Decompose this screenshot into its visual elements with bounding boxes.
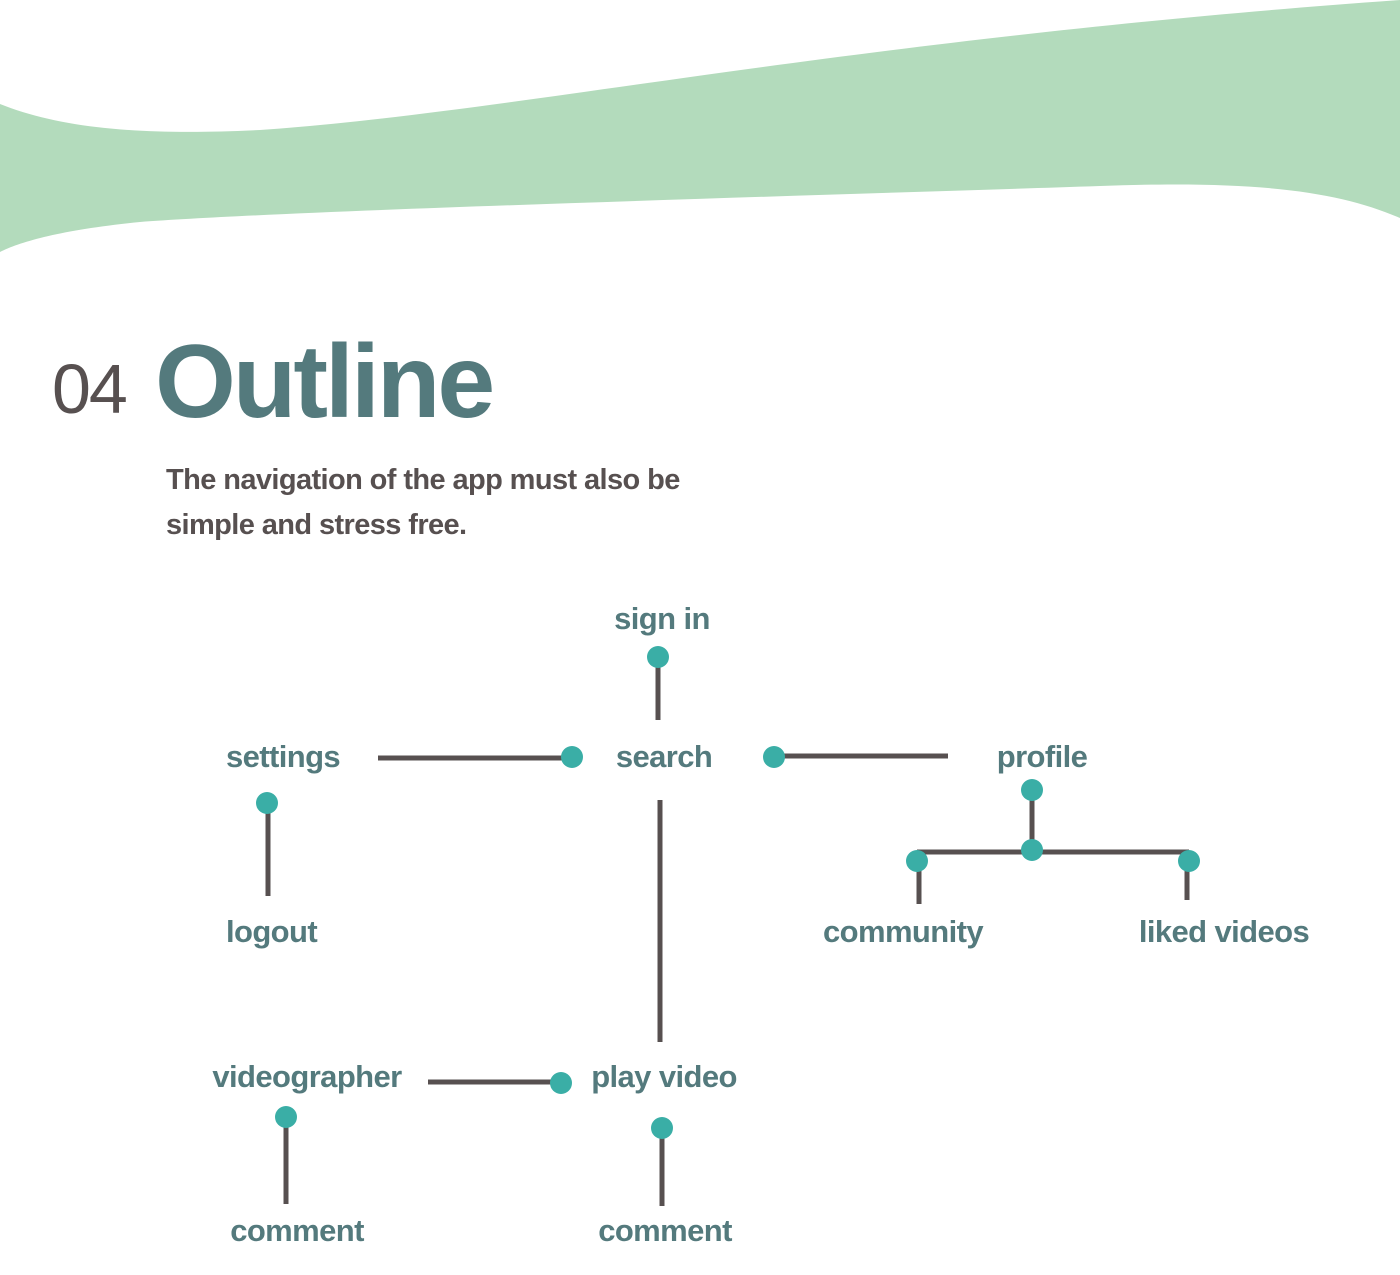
dot-liked-videos bbox=[1178, 850, 1200, 872]
dot-videographer bbox=[275, 1106, 297, 1128]
diagram-nodes: sign in search settings profile logout c… bbox=[212, 601, 1309, 1248]
dot-sign-in bbox=[647, 646, 669, 668]
diagram-edges bbox=[265, 660, 1190, 1206]
section-number: 04 bbox=[52, 350, 128, 428]
node-videographer[interactable]: videographer bbox=[212, 1059, 402, 1094]
dot-settings bbox=[256, 792, 278, 814]
node-settings[interactable]: settings bbox=[226, 739, 341, 774]
dot-profile-branch bbox=[1021, 839, 1043, 861]
node-comment-videographer[interactable]: comment bbox=[230, 1213, 364, 1248]
node-search[interactable]: search bbox=[616, 739, 713, 774]
dot-play-video-left bbox=[550, 1072, 572, 1094]
dot-profile bbox=[1021, 779, 1043, 801]
node-profile[interactable]: profile bbox=[997, 739, 1088, 774]
dot-community bbox=[906, 850, 928, 872]
page-subtitle: The navigation of the app must also be s… bbox=[166, 458, 726, 548]
node-play-video[interactable]: play video bbox=[591, 1059, 737, 1094]
subtitle-line-1: The navigation of the app must also be bbox=[166, 464, 680, 496]
node-sign-in[interactable]: sign in bbox=[614, 601, 710, 636]
header-wave-background bbox=[0, 0, 1400, 252]
node-comment-play-video[interactable]: comment bbox=[598, 1213, 732, 1248]
node-community[interactable]: community bbox=[823, 914, 985, 949]
node-logout[interactable]: logout bbox=[226, 914, 318, 949]
dot-search-right bbox=[763, 746, 785, 768]
dot-search-left bbox=[561, 746, 583, 768]
node-liked-videos[interactable]: liked videos bbox=[1139, 914, 1310, 949]
page-title: Outline bbox=[155, 324, 495, 440]
dot-play-video-bottom bbox=[651, 1117, 673, 1139]
diagram-dots bbox=[256, 646, 1200, 1139]
subtitle-line-2: simple and stress free. bbox=[166, 509, 467, 541]
